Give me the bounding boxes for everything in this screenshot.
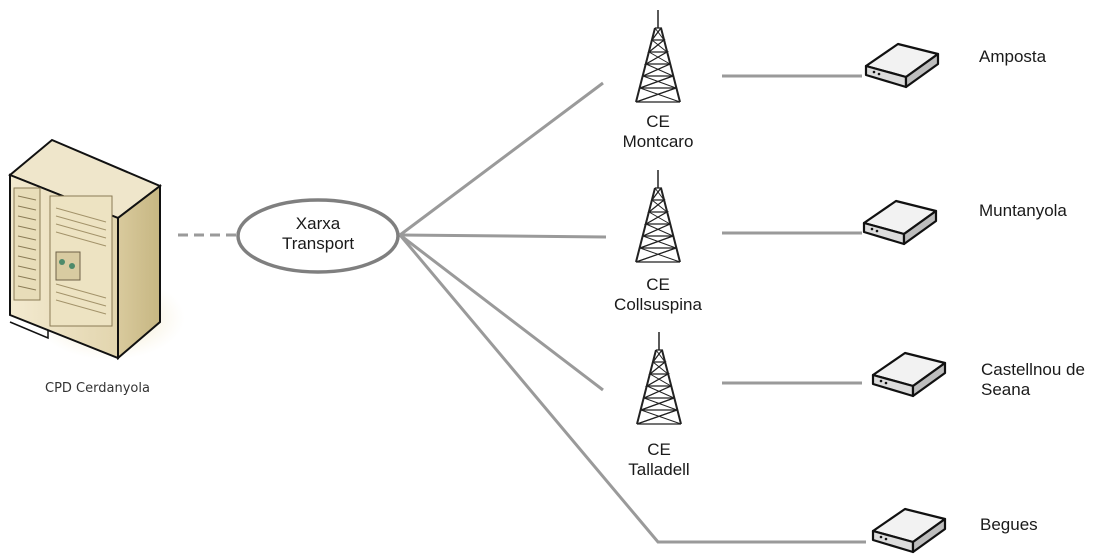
radio-tower-icon (635, 169, 681, 263)
center-label-line1: CE (647, 440, 671, 459)
site-label-line1: Amposta (979, 47, 1047, 66)
center-label-talladell: CE Talladell (604, 440, 714, 480)
center-label-line2: Collsuspina (614, 295, 702, 314)
center-label-line1: CE (646, 112, 670, 131)
center-label-collsuspina: CE Collsuspina (603, 275, 713, 315)
connection-lines (178, 74, 866, 544)
center-label-line2: Montcaro (622, 132, 694, 151)
center-label-line2: Talladell (628, 460, 690, 479)
network-label: Xarxa Transport (253, 214, 383, 254)
network-to-collsuspina-line (399, 233, 607, 239)
network-to-talladell-line (399, 233, 604, 392)
center-label-montcaro: CE Montcaro (603, 112, 713, 152)
site-label-line1: Begues (980, 515, 1038, 534)
router-device-icon (864, 42, 940, 89)
site-label-muntanyola: Muntanyola (979, 201, 1067, 221)
router-device-icon (871, 351, 947, 398)
site-label-line1: Castellnou de (981, 360, 1085, 379)
server-tower-icon (8, 138, 185, 361)
radio-tower-icon (635, 9, 681, 103)
site-label-castellnou: Castellnou de Seana (981, 360, 1085, 400)
center-label-line1: CE (646, 275, 670, 294)
router-device-icon (871, 507, 947, 554)
network-label-line2: Transport (281, 234, 355, 253)
network-label-line1: Xarxa (295, 214, 341, 233)
radio-tower-icon (636, 331, 682, 425)
site-label-line1: Muntanyola (979, 201, 1067, 220)
site-label-begues: Begues (980, 515, 1038, 535)
network-to-montcaro-line (399, 81, 604, 237)
network-to-begues-line (398, 234, 866, 544)
server-label: CPD Cerdanyola (45, 381, 150, 396)
router-device-icon (862, 199, 938, 246)
site-label-line2: Seana (981, 380, 1031, 399)
network-ellipse (236, 198, 400, 274)
site-label-amposta: Amposta (979, 47, 1046, 67)
